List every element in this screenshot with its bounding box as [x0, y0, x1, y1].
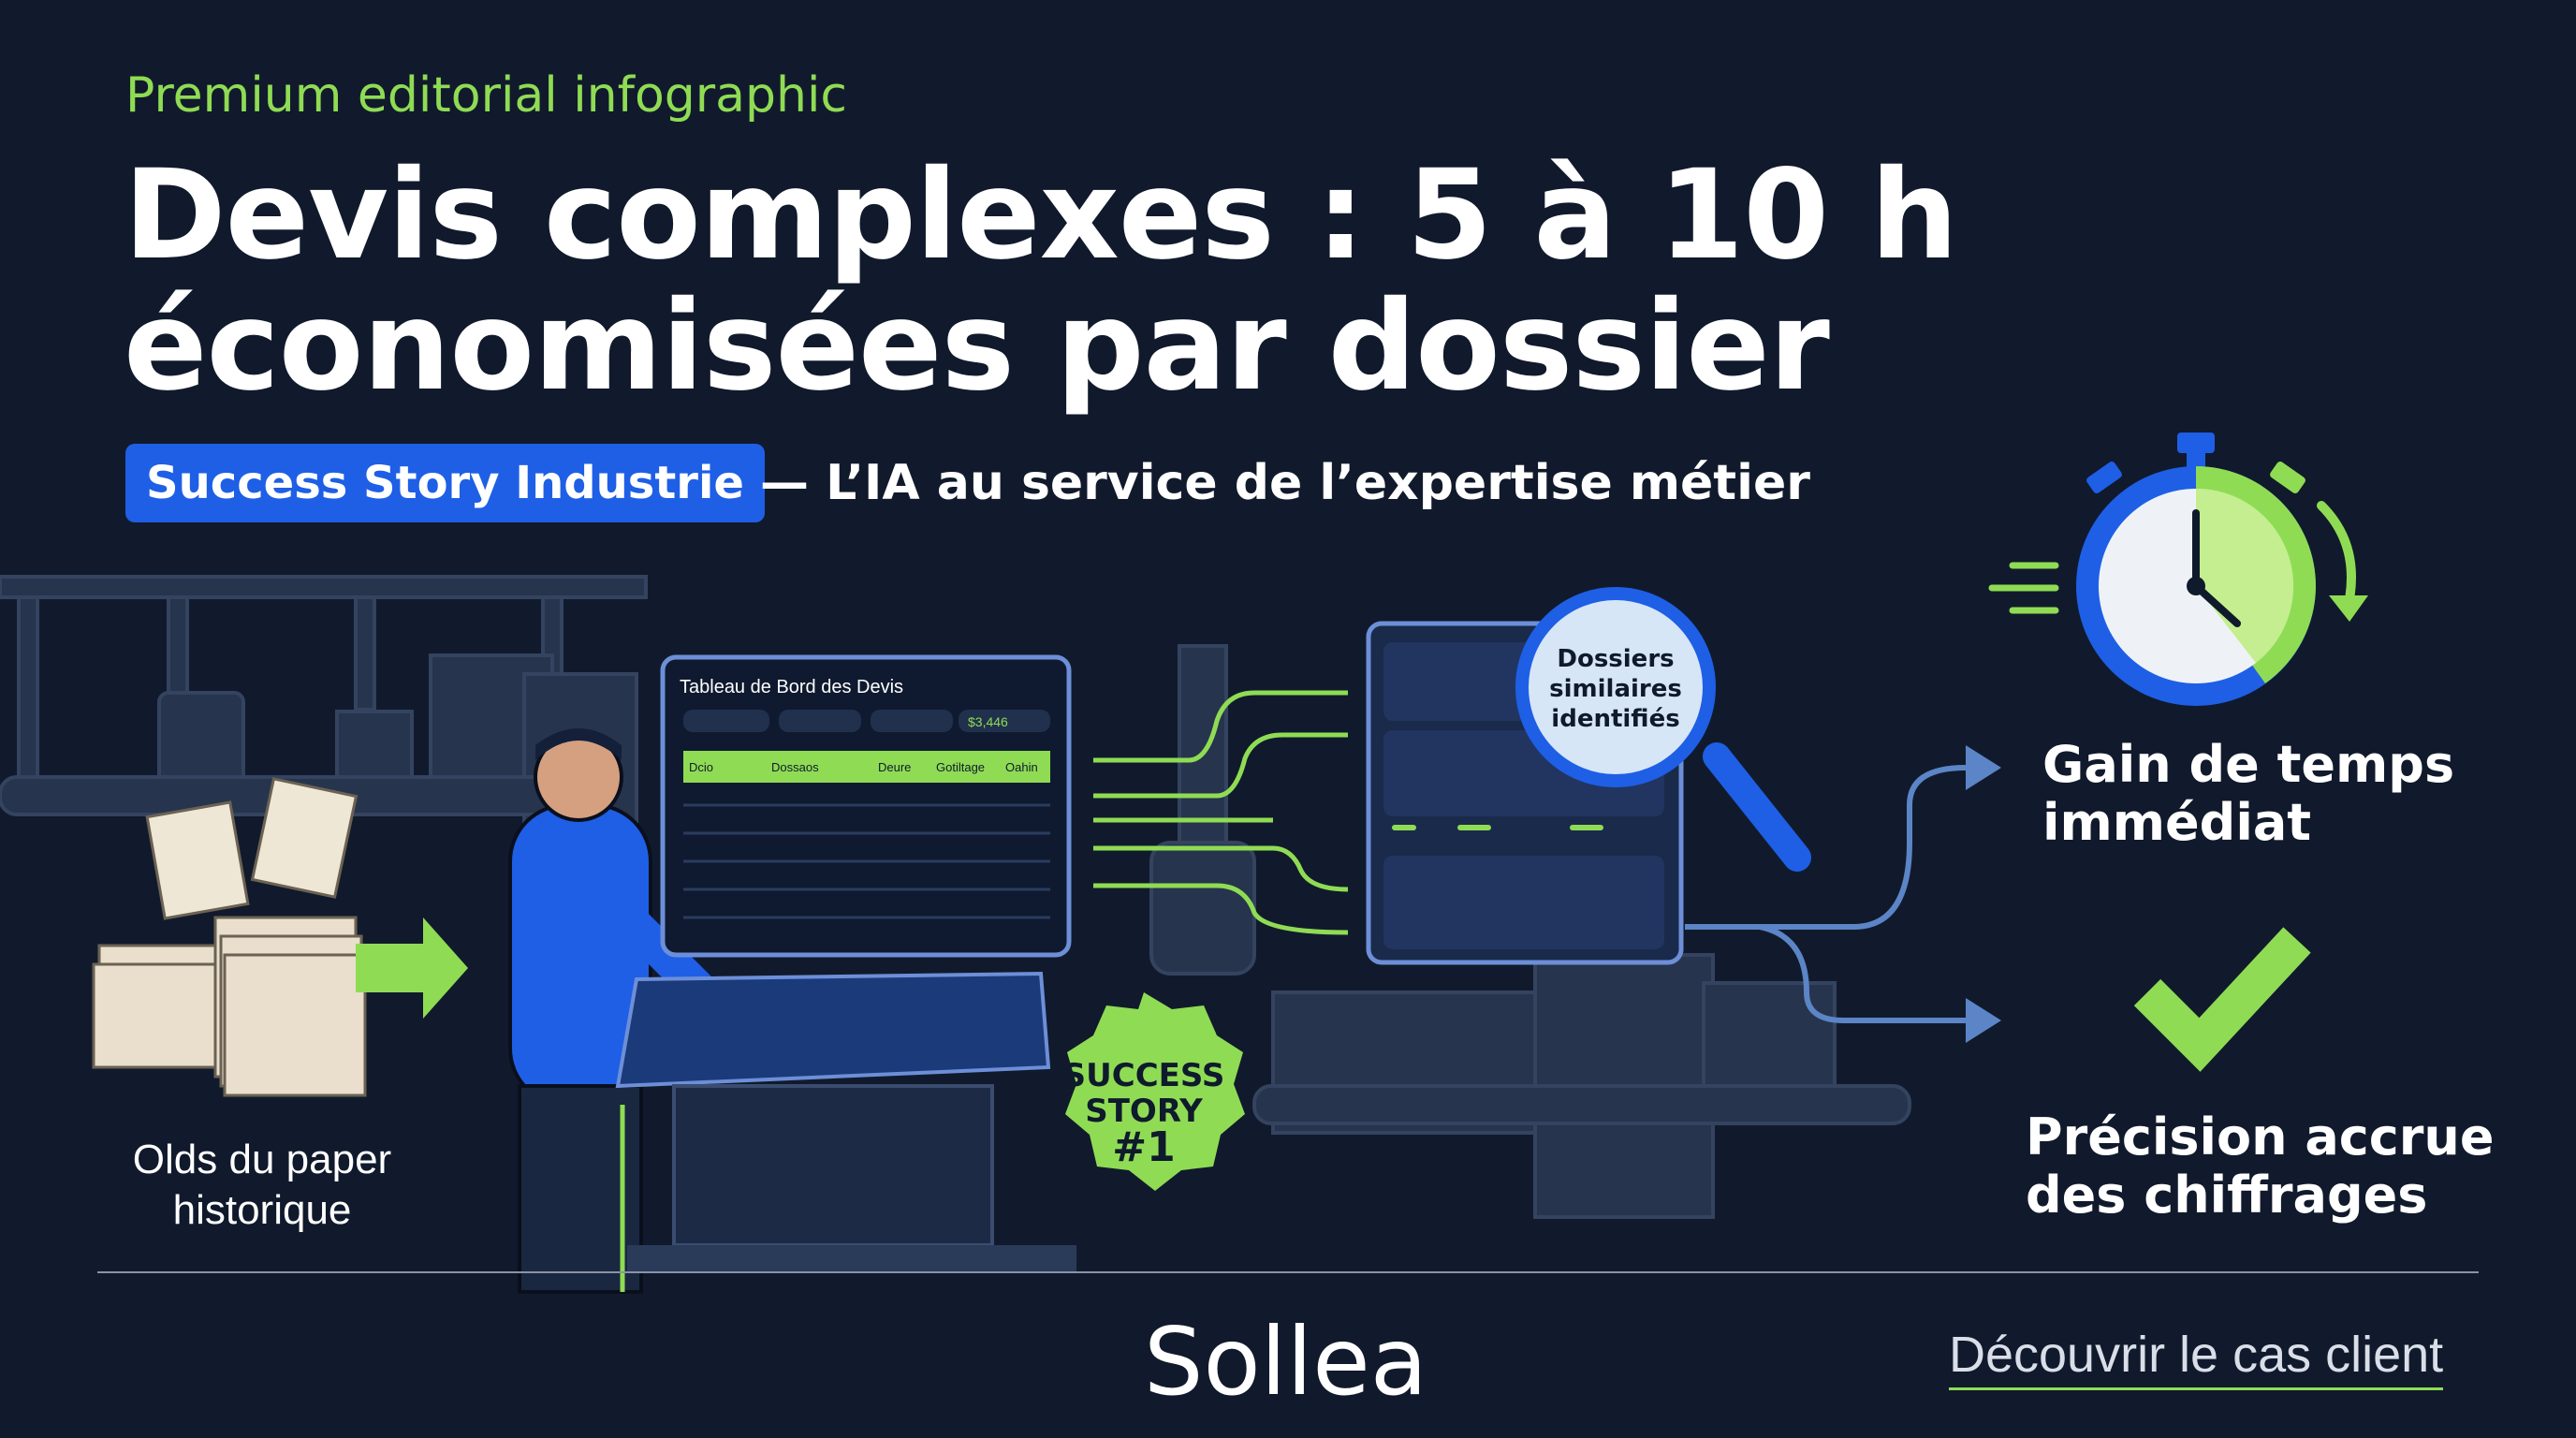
title-line-2: économisées par dossier	[124, 274, 1830, 418]
precision-label: Précision accrue des chiffrages	[2026, 1108, 2495, 1225]
page-title: Devis complexes : 5 à 10 h économisées p…	[124, 150, 2183, 412]
dashboard-value: $3,446	[968, 714, 1008, 729]
time-gain-line-1: Gain de temps	[2042, 735, 2455, 794]
control-desk	[615, 971, 1076, 1273]
data-flow-arrows	[1093, 690, 1349, 935]
eyebrow-label: Premium editorial infographic	[125, 67, 848, 124]
papers-caption: Olds du paper historique	[103, 1135, 421, 1236]
success-badge-line-2: STORY	[1085, 1093, 1203, 1130]
brand-logo: Sollea	[1144, 1307, 1428, 1416]
input-arrow	[356, 917, 468, 1019]
dashboard-title: Tableau de Bord des Devis	[680, 677, 903, 697]
magnifier-line-2: similaires	[1549, 675, 1682, 703]
dashboard-monitor	[660, 654, 1072, 958]
precision-line-2: des chiffrages	[2026, 1166, 2428, 1225]
checkmark-icon	[2133, 927, 2311, 1072]
subtitle: — L’IA au service de l’expertise métier	[760, 455, 1810, 511]
time-gain-line-2: immédiat	[2042, 793, 2312, 852]
stopwatch-icon	[1988, 433, 2368, 706]
magnifier-icon	[1515, 587, 1811, 872]
arrow-to-precision	[1966, 998, 2001, 1043]
success-story-badge	[1065, 992, 1245, 1191]
title-line-1: Devis complexes : 5 à 10 h	[124, 143, 1958, 287]
time-gain-label: Gain de temps immédiat	[2042, 736, 2454, 852]
magnifier-line-1: Dossiers	[1557, 645, 1674, 673]
footer-divider	[97, 1271, 2479, 1273]
table-header-3: Deure	[878, 760, 911, 774]
table-header-5: Oahin	[1005, 760, 1038, 774]
paper-stack	[92, 777, 367, 1097]
success-badge-line-3: #1	[1112, 1123, 1175, 1171]
table-header-1: Dcio	[689, 760, 713, 774]
papers-caption-line-1: Olds du paper	[132, 1137, 392, 1182]
outcome-branch-lines	[1685, 765, 1994, 1023]
industry-badge: Success Story Industrie	[125, 444, 765, 522]
precision-line-1: Précision accrue	[2026, 1108, 2495, 1167]
case-study-link[interactable]: Découvrir le cas client	[1949, 1326, 2444, 1390]
magnifier-line-3: identifiés	[1551, 705, 1679, 733]
arrow-to-time-gain	[1966, 745, 2001, 790]
papers-caption-line-2: historique	[172, 1187, 352, 1233]
table-header-2: Dossaos	[771, 760, 819, 774]
table-header-4: Gotiltage	[936, 760, 985, 774]
success-badge-line-1: SUCCESS	[1063, 1057, 1225, 1094]
